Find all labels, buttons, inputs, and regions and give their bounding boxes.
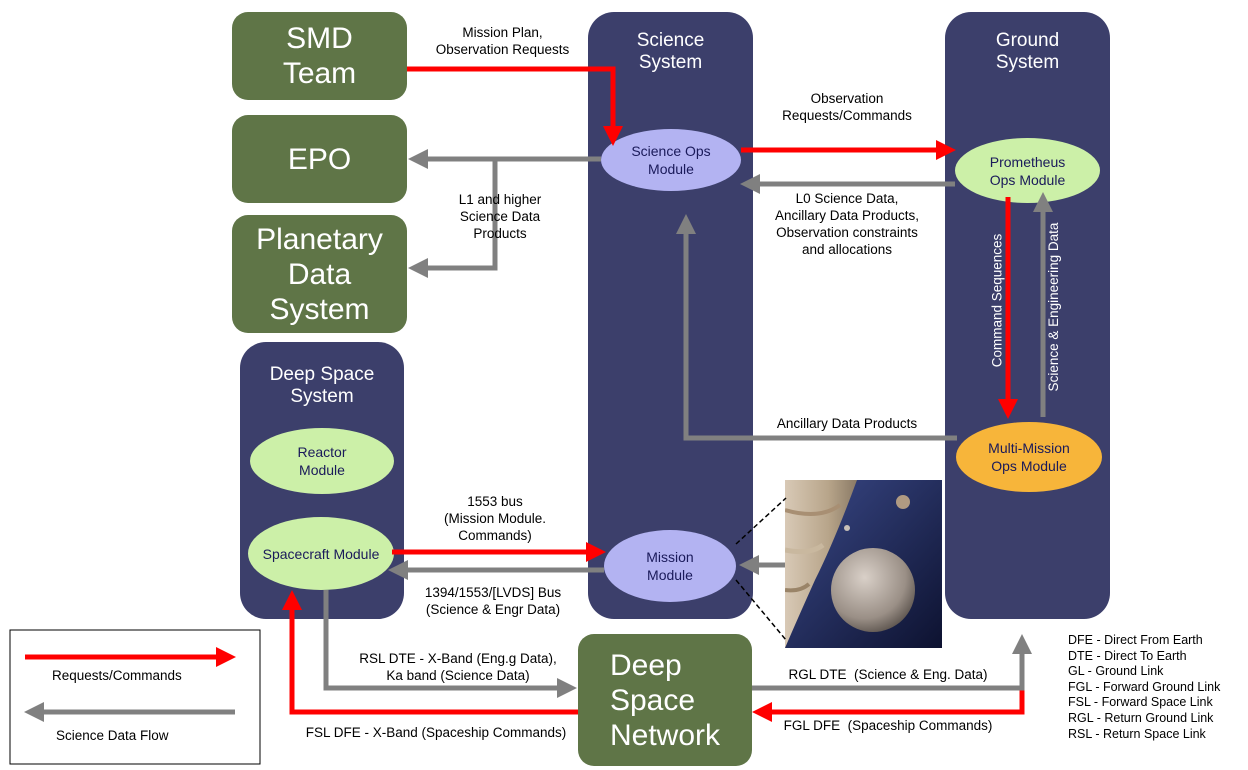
deep-space-system-title: Deep Space System — [269, 364, 375, 407]
planetary-data-system-box: Planetary Data System — [232, 215, 407, 333]
label-command-sequences: Command Sequences — [989, 233, 1005, 368]
ground-system-title: Ground System — [995, 30, 1060, 73]
arrow-smd-to-science-ops — [407, 66, 623, 146]
arrow-ancillary-data — [676, 214, 957, 441]
legend-requests-label: Requests/Commands — [52, 668, 182, 683]
arrow-rsl-dte — [323, 590, 577, 698]
multi-mission-ops-module: Multi-Mission Ops Module — [956, 422, 1102, 492]
reactor-module: Reactor Module — [250, 428, 394, 494]
abbreviation-list: DFE - Direct From Earth DTE - Direct To … — [1068, 633, 1246, 742]
smd-team-label: SMD Team — [282, 22, 357, 90]
zoom-line-bottom — [735, 579, 787, 641]
prometheus-ops-module: Prometheus Ops Module — [955, 138, 1100, 203]
zoom-line-top — [735, 497, 787, 545]
label-mission-plan: Mission Plan, Observation Requests — [435, 25, 570, 57]
label-l0-data: L0 Science Data, Ancillary Data Products… — [774, 191, 920, 257]
abbrev-item: FSL - Forward Space Link — [1068, 695, 1213, 710]
science-ops-module: Science Ops Module — [601, 129, 741, 191]
spacecraft-module: Spacecraft Module — [248, 517, 394, 590]
mission-module: Mission Module — [604, 530, 736, 602]
label-fsl-dfe: FSL DFE - X-Band (Spaceship Commands) — [305, 725, 567, 740]
label-observation-requests: Observation Requests/Commands — [782, 91, 912, 123]
label-sci-eng-data: Science & Engineering Data — [1046, 222, 1061, 392]
abbrev-item: DFE - Direct From Earth — [1068, 633, 1203, 647]
ground-system-column: Ground System — [945, 12, 1110, 619]
label-ancillary: Ancillary Data Products — [776, 416, 918, 431]
planetary-data-system-label: Planetary Data System — [256, 222, 383, 326]
label-rgl-dte: RGL DTE (Science & Eng. Data) — [788, 667, 988, 682]
jupiter-moon-image — [785, 480, 942, 648]
epo-label: EPO — [287, 142, 352, 176]
abbrev-item: RGL - Return Ground Link — [1068, 710, 1214, 725]
arrow-fsl-dfe — [282, 590, 578, 715]
label-1553-bus: 1553 bus (Mission Module. Commands) — [443, 494, 547, 543]
epo-box: EPO — [232, 115, 407, 203]
arrow-to-pds — [408, 159, 498, 278]
science-system-title: Science System — [636, 30, 705, 73]
label-1394-bus: 1394/1553/[LVDS] Bus (Science & Engr Dat… — [424, 585, 562, 617]
label-l1-products: L1 and higher Science Data Products — [458, 192, 542, 241]
legend-science-label: Science Data Flow — [56, 728, 169, 743]
deep-space-network-label: Deep Space Network — [609, 648, 721, 752]
abbrev-item: RSL - Return Space Link — [1068, 726, 1206, 741]
label-rsl-dte: RSL DTE - X-Band (Eng.g Data), Ka band (… — [359, 651, 557, 683]
deep-space-network-box: Deep Space Network — [578, 634, 752, 766]
abbrev-item: DTE - Direct To Earth — [1068, 648, 1187, 663]
label-fgl-dfe: FGL DFE (Spaceship Commands) — [783, 718, 993, 733]
arrow-rgl-dte — [752, 634, 1032, 691]
abbrev-item: FGL - Forward Ground Link — [1068, 679, 1221, 694]
abbrev-item: GL - Ground Link — [1068, 664, 1164, 679]
smd-team-box: SMD Team — [232, 12, 407, 100]
